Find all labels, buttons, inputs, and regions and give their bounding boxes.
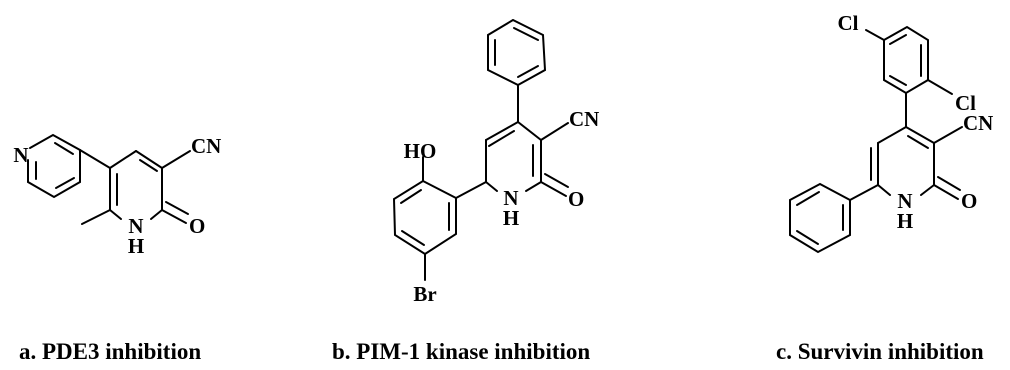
nitrile-label: CN — [569, 107, 599, 131]
bromo-label: Br — [413, 282, 436, 306]
ring-nh-hydrogen-label: H — [128, 234, 144, 258]
molecule-b: HO CN N H O Br b. PIM-1 kinase inhibitio… — [332, 19, 599, 364]
carbonyl-oxygen-label: O — [189, 214, 205, 238]
caption-a: a. PDE3 inhibition — [19, 339, 201, 364]
chloro-top-label: Cl — [838, 11, 859, 35]
ring-nh-hydrogen-label: H — [503, 206, 519, 230]
molecule-a: N CN N H O a. PDE3 inhibition — [13, 133, 221, 364]
nitrile-label: CN — [963, 111, 993, 135]
caption-b: b. PIM-1 kinase inhibition — [332, 339, 590, 364]
ring-nh-nitrogen-label: N — [503, 186, 518, 210]
molecule-a-bonds — [27, 133, 191, 225]
molecule-c-bonds — [789, 25, 963, 254]
nitrile-label: CN — [191, 134, 221, 158]
chloro-ortho-label: Cl — [955, 91, 976, 115]
ring-nh-nitrogen-label: N — [128, 214, 143, 238]
ring-nh-hydrogen-label: H — [897, 209, 913, 233]
pyridine-nitrogen-label: N — [13, 143, 28, 167]
carbonyl-oxygen-label: O — [568, 187, 584, 211]
caption-c: c. Survivin inhibition — [776, 339, 984, 364]
molecule-c: Cl Cl CN N H O c. Survivin inhibition — [776, 11, 993, 364]
carbonyl-oxygen-label: O — [961, 189, 977, 213]
molecule-b-bonds — [392, 19, 569, 281]
hydroxyl-label: HO — [404, 139, 437, 163]
ring-nh-nitrogen-label: N — [897, 189, 912, 213]
